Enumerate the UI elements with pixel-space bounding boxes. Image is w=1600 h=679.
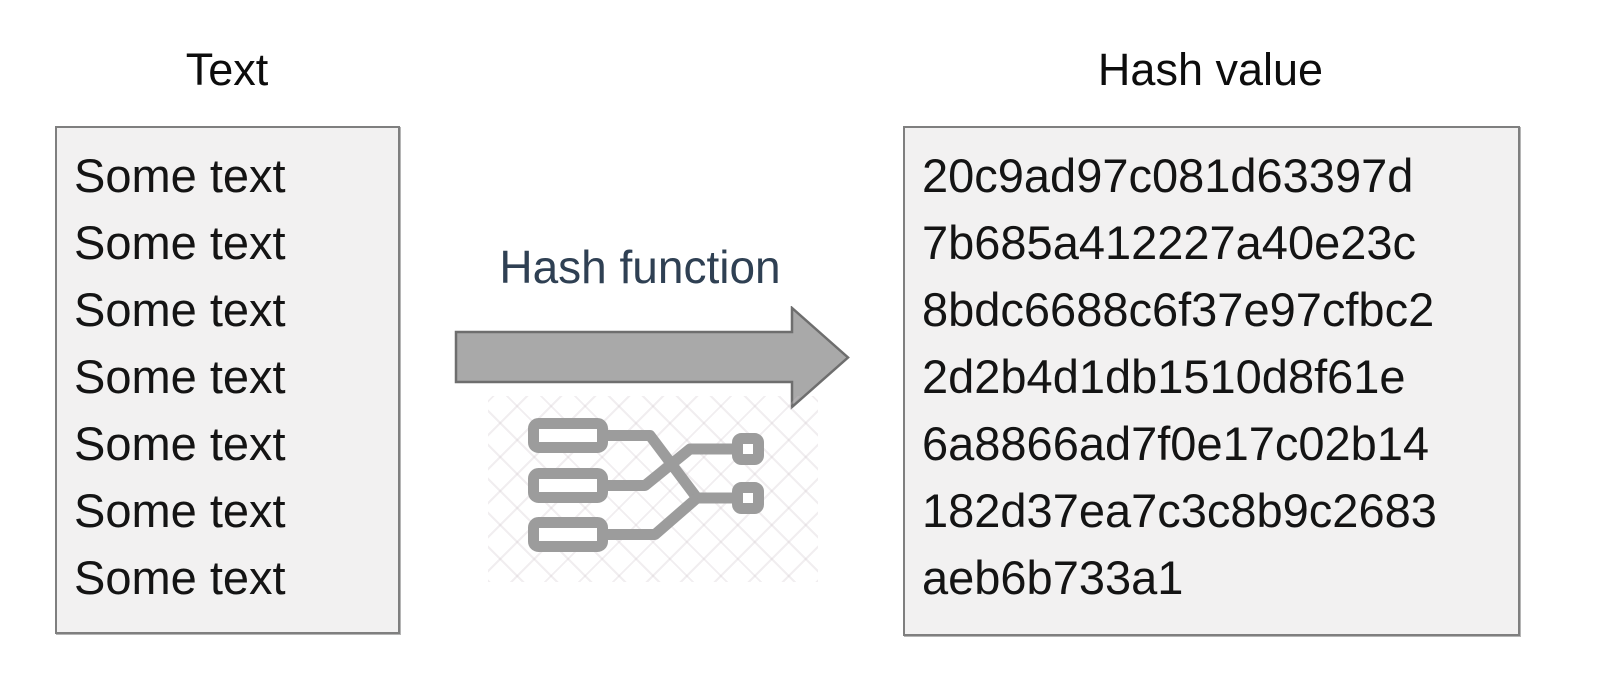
text-line: Some text [74, 350, 286, 403]
text-line: Some text [74, 216, 286, 269]
text-line: Some text [74, 417, 286, 470]
text-line: Some text [74, 551, 286, 604]
hash-line: 8bdc6688c6f37e97cfbc2 [922, 283, 1435, 336]
hash-line: aeb6b733a1 [922, 551, 1184, 604]
text-input-box: Some text Some text Some text Some text … [55, 126, 400, 634]
hash-line: 2d2b4d1db1510d8f61e [922, 350, 1406, 403]
hash-value-column-title: Hash value [1097, 44, 1324, 95]
arrow-right-icon [454, 306, 850, 410]
hash-mapping-icon [528, 418, 764, 552]
text-line: Some text [74, 283, 286, 336]
hash-line: 7b685a412227a40e23c [922, 216, 1417, 269]
hash-line: 182d37ea7c3c8b9c2683 [922, 484, 1437, 537]
hash-function-label: Hash function [499, 241, 781, 293]
text-lines: Some text Some text Some text Some text … [57, 128, 398, 611]
hash-value-box: 20c9ad97c081d63397d 7b685a412227a40e23c … [903, 126, 1520, 636]
hash-lines: 20c9ad97c081d63397d 7b685a412227a40e23c … [905, 128, 1518, 611]
text-line: Some text [74, 484, 286, 537]
text-column-title: Text [185, 44, 269, 95]
hash-line: 6a8866ad7f0e17c02b14 [922, 417, 1430, 470]
text-line: Some text [74, 149, 286, 202]
hash-line: 20c9ad97c081d63397d [922, 149, 1414, 202]
